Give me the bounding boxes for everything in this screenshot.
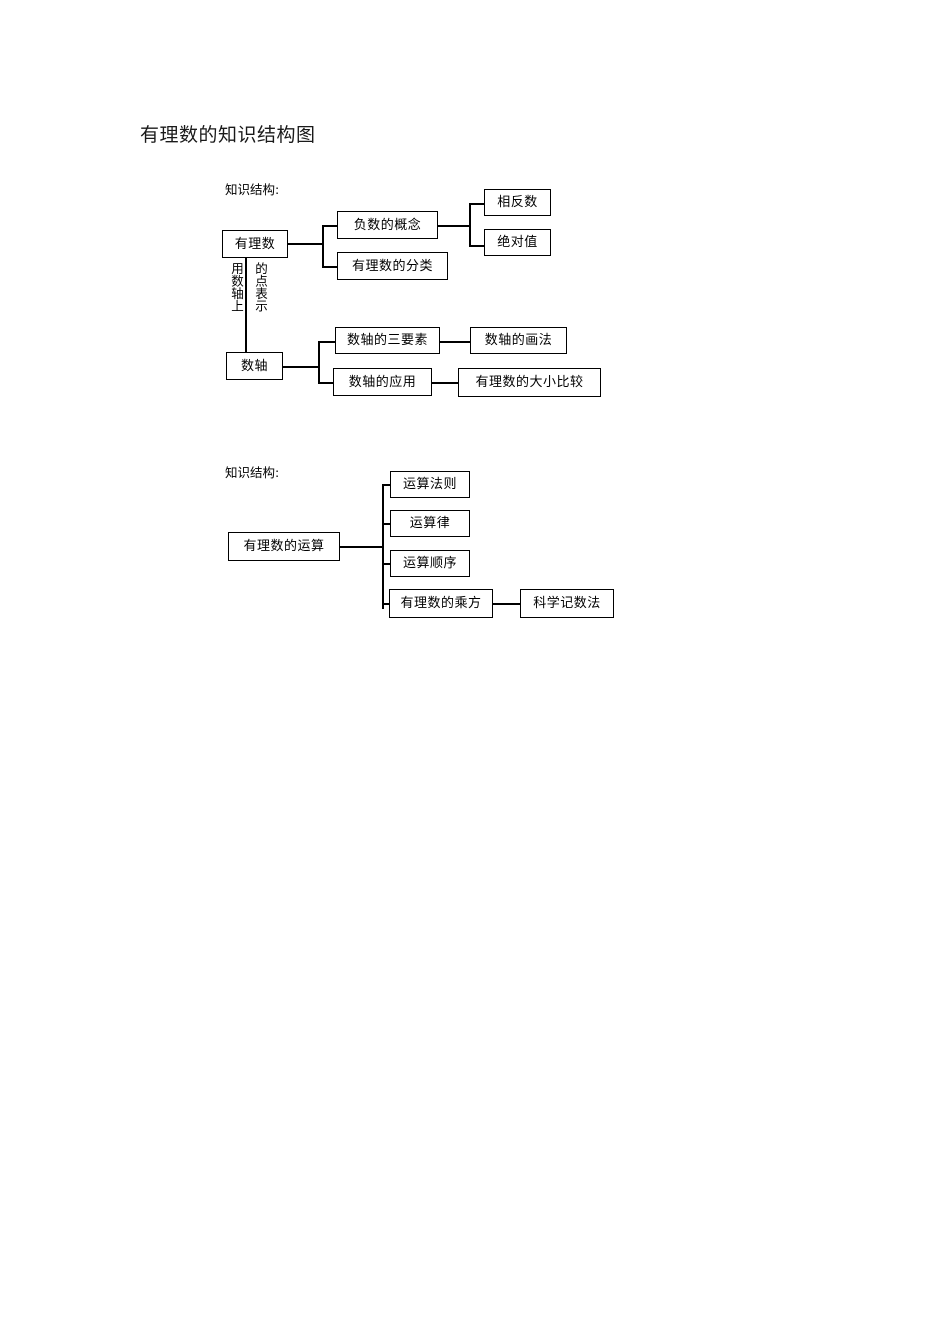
page-title: 有理数的知识结构图 bbox=[140, 124, 316, 146]
edge-operations-to-trunk bbox=[340, 546, 383, 548]
edge-rational-to-axis bbox=[245, 258, 247, 353]
edge-trunk-to-negative-concept bbox=[322, 225, 338, 227]
node-rational-classification[interactable]: 有理数的分类 bbox=[337, 252, 448, 280]
link-caption-left: 用数轴上 bbox=[229, 262, 244, 312]
node-absolute-value[interactable]: 绝对值 bbox=[484, 229, 551, 256]
edge-trunk4-to-power bbox=[382, 603, 390, 605]
edge-trunk3-to-three-elements bbox=[318, 341, 336, 343]
edge-trunk-vertical-4 bbox=[382, 484, 384, 609]
diagram-2-label: 知识结构: bbox=[225, 465, 280, 480]
edge-trunk4-to-laws bbox=[382, 523, 391, 525]
node-rational-number[interactable]: 有理数 bbox=[222, 230, 288, 258]
node-rational-operations[interactable]: 有理数的运算 bbox=[228, 532, 340, 561]
edge-trunk4-to-rules bbox=[382, 484, 391, 486]
edge-three-elements-to-drawing bbox=[440, 341, 471, 343]
edge-negative-to-trunk2 bbox=[438, 225, 470, 227]
edge-rational-to-trunk bbox=[288, 243, 323, 245]
link-caption-right: 的点表示 bbox=[253, 262, 268, 312]
edge-trunk3-to-application bbox=[318, 382, 334, 384]
node-axis-drawing[interactable]: 数轴的画法 bbox=[470, 327, 567, 354]
edge-trunk-vertical-2 bbox=[469, 203, 471, 247]
edge-trunk2-to-opposite bbox=[469, 203, 485, 205]
node-rational-power[interactable]: 有理数的乘方 bbox=[389, 589, 493, 618]
diagram-1-label: 知识结构: bbox=[225, 182, 280, 197]
node-scientific-notation[interactable]: 科学记数法 bbox=[520, 589, 614, 618]
edge-power-to-scientific-notation bbox=[493, 603, 521, 605]
node-operation-order[interactable]: 运算顺序 bbox=[390, 550, 470, 577]
knowledge-structure-diagram-2: 知识结构: 有理数的运算 运算法则 运算律 运算顺序 有理数的乘方 科学记数法 bbox=[0, 0, 950, 660]
edge-axis-to-trunk bbox=[283, 366, 319, 368]
edge-trunk-to-classification bbox=[322, 266, 338, 268]
edge-trunk2-to-absolute bbox=[469, 245, 485, 247]
edge-trunk4-to-order bbox=[382, 563, 391, 565]
node-axis-application[interactable]: 数轴的应用 bbox=[333, 368, 432, 396]
node-operation-rules[interactable]: 运算法则 bbox=[390, 471, 470, 498]
edge-application-to-comparison bbox=[432, 382, 459, 384]
node-number-axis[interactable]: 数轴 bbox=[226, 352, 283, 380]
node-rational-comparison[interactable]: 有理数的大小比较 bbox=[458, 368, 601, 397]
node-negative-concept[interactable]: 负数的概念 bbox=[337, 211, 438, 239]
knowledge-structure-diagram-1: 知识结构: 有理数 负数的概念 有理数的分类 相反数 绝对值 用数轴上 的点表示… bbox=[0, 0, 950, 430]
node-operation-laws[interactable]: 运算律 bbox=[390, 510, 470, 537]
edge-trunk-vertical-3 bbox=[318, 341, 320, 383]
edge-trunk-vertical-1 bbox=[322, 225, 324, 267]
node-axis-three-elements[interactable]: 数轴的三要素 bbox=[335, 327, 440, 354]
node-opposite-number[interactable]: 相反数 bbox=[484, 189, 551, 216]
